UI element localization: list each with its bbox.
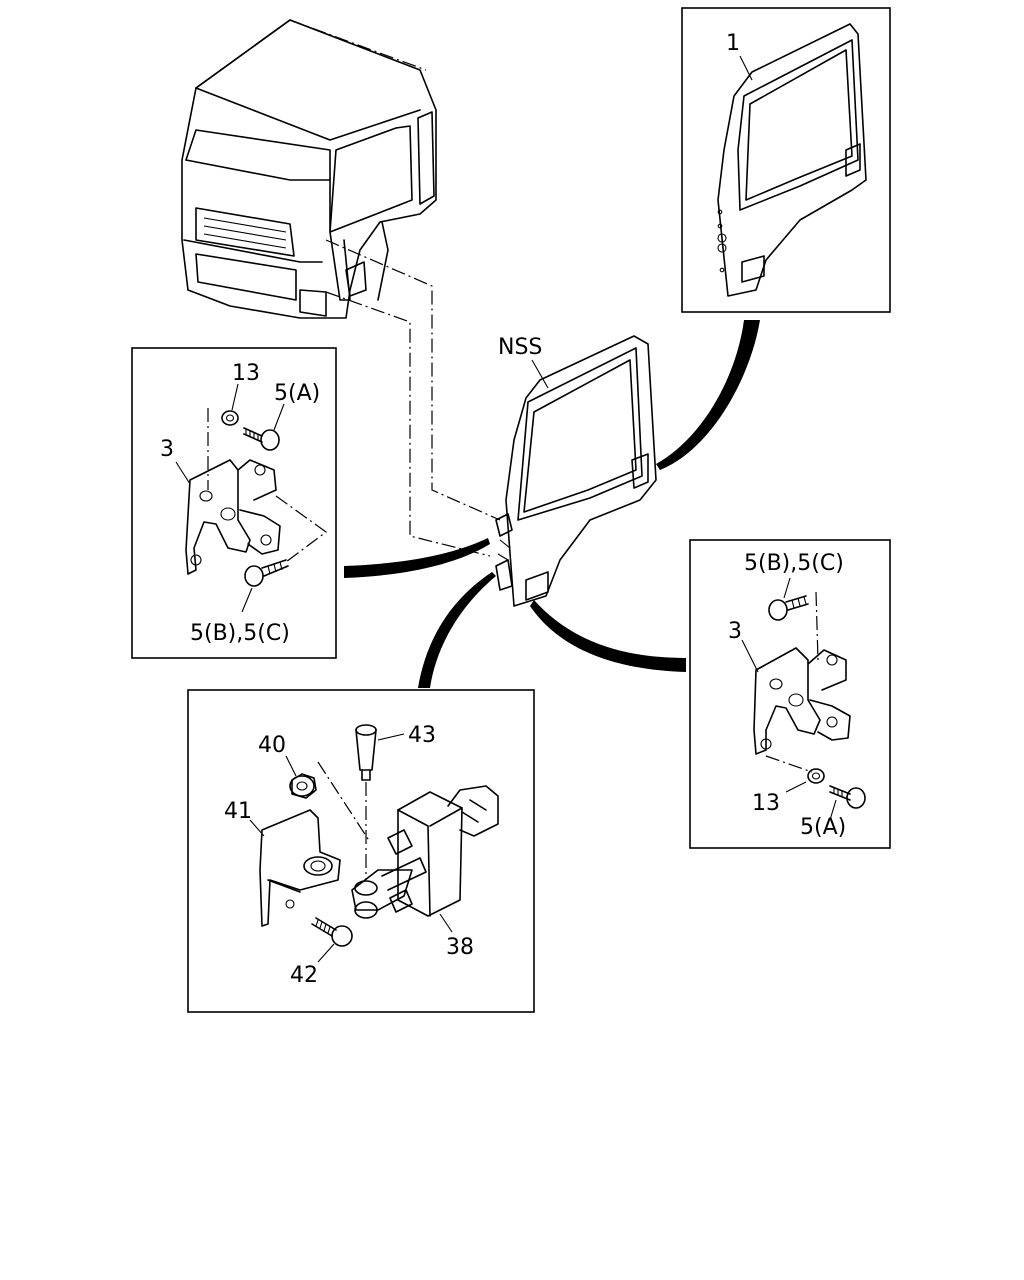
connector-right-hinge bbox=[530, 600, 686, 672]
hinge-left-lower-bolt-label: 5(B),5(C) bbox=[190, 621, 290, 646]
hinge-right-upper-bolt-label: 5(B),5(C) bbox=[744, 551, 844, 576]
door-nss-illustration: NSS bbox=[495, 335, 657, 607]
hinge-right-lower-bolt bbox=[829, 785, 866, 809]
checker-bracket bbox=[259, 809, 341, 927]
hinge-left-nut-label: 13 bbox=[232, 361, 260, 386]
hinge-left-part-label: 3 bbox=[160, 437, 174, 462]
checker-bracket-label: 41 bbox=[224, 799, 252, 824]
checker-pin bbox=[355, 724, 377, 781]
left-hinge-panel: 13 5(A) 3 5(B),5(C) bbox=[131, 347, 337, 659]
checker-body bbox=[351, 785, 499, 919]
hinge-left-lower-bolt bbox=[244, 559, 289, 587]
connector-checker bbox=[418, 572, 496, 688]
connector-door-box bbox=[656, 320, 760, 470]
right-hinge-panel: 5(B),5(C) 3 13 5(A) bbox=[689, 539, 891, 849]
door-assembly-label: 1 bbox=[726, 31, 740, 56]
checker-body-label: 38 bbox=[446, 935, 474, 960]
hinge-left-body bbox=[185, 459, 281, 575]
door-checker-panel: 43 40 41 42 bbox=[187, 689, 535, 1013]
hinge-right-lower-bolt-label: 5(A) bbox=[800, 815, 846, 840]
checker-nut bbox=[289, 773, 317, 799]
door-nss-label: NSS bbox=[498, 335, 542, 360]
hinge-right-nut bbox=[807, 768, 825, 784]
checker-bolt-label: 42 bbox=[290, 963, 318, 988]
hinge-right-part-label: 3 bbox=[728, 619, 742, 644]
hinge-left-upper-bolt-label: 5(A) bbox=[274, 381, 320, 406]
hinge-right-nut-label: 13 bbox=[752, 791, 780, 816]
hinge-left-nut bbox=[221, 410, 239, 426]
hinge-right-body bbox=[753, 647, 851, 755]
checker-nut-label: 40 bbox=[258, 733, 286, 758]
checker-bolt bbox=[311, 917, 353, 947]
hinge-left-upper-bolt bbox=[243, 427, 280, 451]
truck-cab-illustration bbox=[181, 19, 501, 557]
hinge-right-upper-bolt bbox=[768, 595, 809, 621]
connector-left-hinge bbox=[344, 538, 490, 578]
checker-pin-label: 43 bbox=[408, 723, 436, 748]
door-assembly-panel: 1 bbox=[681, 7, 891, 313]
